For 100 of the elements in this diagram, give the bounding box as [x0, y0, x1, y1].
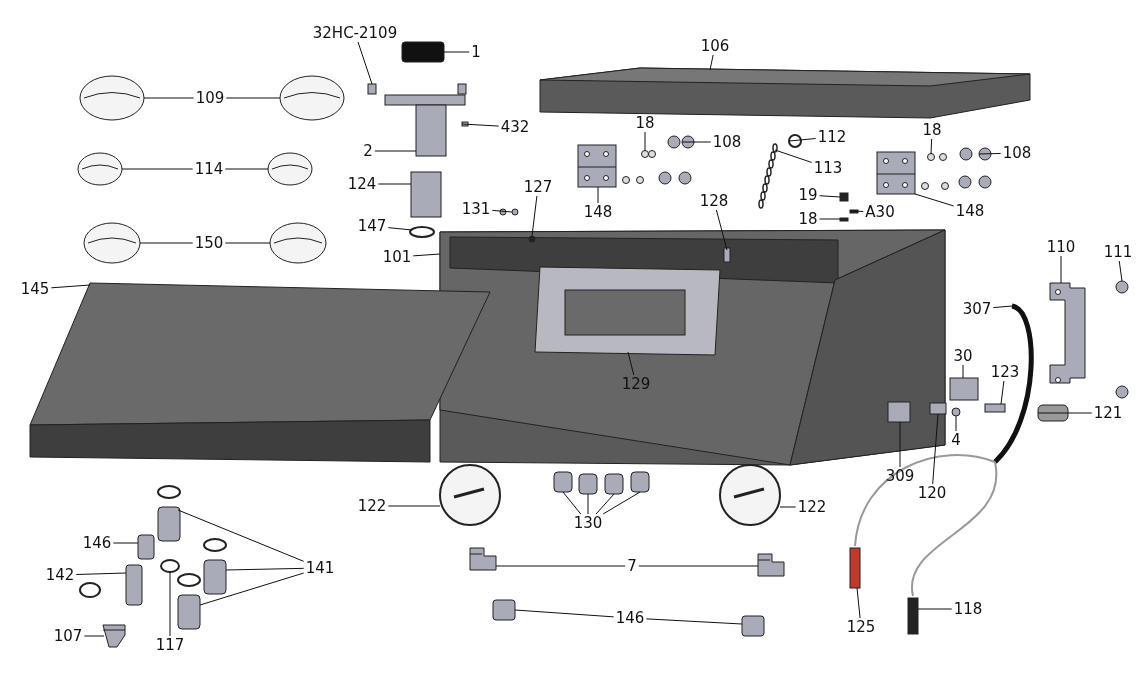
leader-line — [50, 284, 91, 289]
callout-number: 148 — [955, 203, 985, 219]
switch-drawing — [887, 401, 911, 423]
nut-drawing — [641, 150, 649, 158]
plug-drawing — [578, 473, 598, 495]
callout-number: 114 — [194, 161, 224, 177]
screw-drawing — [839, 192, 849, 202]
leader-line — [225, 97, 281, 99]
hose-tail-drawing — [157, 506, 181, 542]
tee-fitting-drawing — [125, 564, 143, 606]
clip-drawing — [907, 597, 919, 635]
washer-drawing — [839, 217, 849, 222]
leader-line — [932, 413, 939, 485]
screw-drawing — [1115, 280, 1129, 294]
plug-drawing — [630, 471, 650, 493]
callout-number: 127 — [523, 179, 553, 195]
leader-line — [709, 54, 714, 71]
washer-drawing — [461, 121, 469, 127]
leader-line — [955, 415, 957, 432]
leader-line — [774, 149, 813, 163]
elbow-fitting-drawing — [469, 547, 497, 571]
leader-line — [992, 305, 1013, 309]
leader-line — [562, 491, 582, 515]
stud-drawing — [723, 247, 731, 263]
leader-line — [597, 186, 599, 204]
washer-drawing — [849, 209, 859, 214]
leader-line — [225, 567, 305, 571]
pressure-gauge-drawing — [719, 464, 781, 526]
callout-number: 108 — [1002, 145, 1032, 161]
housing-drawing — [439, 229, 946, 466]
callout-number: 146 — [82, 535, 112, 551]
leader-line — [644, 131, 646, 152]
bolt-drawing — [681, 135, 695, 149]
leader-line — [387, 227, 413, 231]
callout-number: 123 — [990, 364, 1020, 380]
leader-line — [1060, 255, 1062, 284]
callout-number: 111 — [1103, 244, 1133, 260]
callout-number: 142 — [45, 567, 75, 583]
leader-line — [849, 210, 864, 212]
callout-number: 7 — [627, 558, 637, 574]
leader-line — [627, 351, 635, 376]
pressure-gauge-drawing — [439, 464, 501, 526]
hose-clamp-drawing — [409, 226, 435, 238]
dome-cover-drawing — [279, 75, 345, 121]
o-ring-drawing — [788, 134, 802, 148]
callout-number: 122 — [797, 499, 827, 515]
callout-number: 101 — [382, 249, 412, 265]
callout-number: 1 — [471, 44, 481, 60]
callout-number: 32HC-2109 — [312, 25, 398, 41]
hose-tail-drawing — [203, 559, 227, 595]
callout-number: A30 — [865, 204, 895, 220]
callout-number: 117 — [155, 637, 185, 653]
leader-line — [638, 565, 759, 567]
hose-clamp-drawing — [160, 559, 180, 573]
callout-number: 109 — [195, 90, 225, 106]
hole-drawing — [528, 235, 536, 243]
callout-number: 4 — [951, 432, 961, 448]
callout-number: 19 — [798, 187, 818, 203]
callout-number: 121 — [1093, 405, 1123, 421]
leader-line — [595, 493, 615, 515]
callout-number: 118 — [953, 601, 983, 617]
callout-number: 130 — [573, 515, 603, 531]
leader-line — [856, 587, 861, 619]
leader-line — [514, 609, 615, 618]
leader-line — [645, 618, 743, 625]
callout-number: 18 — [922, 122, 942, 138]
leader-line — [443, 51, 470, 53]
leader-line — [779, 506, 797, 508]
leader-line — [1118, 260, 1123, 282]
leader-line — [491, 209, 513, 213]
leader-line — [374, 150, 417, 152]
leader-line — [121, 168, 194, 170]
leader-line — [1037, 412, 1093, 414]
callout-number: 124 — [347, 176, 377, 192]
leader-line — [461, 123, 500, 127]
callout-number: 129 — [621, 376, 651, 392]
fitting-drawing — [137, 534, 155, 560]
leader-line — [531, 195, 538, 237]
clip-drawing — [849, 547, 861, 589]
panel-plate-drawing — [534, 266, 721, 356]
leader-line — [143, 97, 195, 99]
callout-number: 147 — [357, 218, 387, 234]
leader-line — [1000, 380, 1005, 405]
fitting-drawing — [492, 599, 516, 621]
leader-line — [75, 572, 127, 575]
callout-number: 309 — [885, 468, 915, 484]
callout-number: 148 — [583, 204, 613, 220]
callout-number: 122 — [357, 498, 387, 514]
dome-cover-drawing — [83, 222, 141, 264]
callout-number: 107 — [53, 628, 83, 644]
elbow-fitting-drawing — [102, 624, 126, 648]
handle-drawing — [1049, 282, 1086, 384]
callout-number: 30 — [953, 348, 973, 364]
dome-cover-drawing — [77, 152, 123, 186]
screw-drawing — [511, 208, 519, 216]
leader-line — [715, 209, 728, 251]
leader-line — [169, 571, 171, 637]
callout-number: 432 — [500, 119, 530, 135]
callout-number: 150 — [194, 235, 224, 251]
leader-line — [377, 183, 412, 185]
